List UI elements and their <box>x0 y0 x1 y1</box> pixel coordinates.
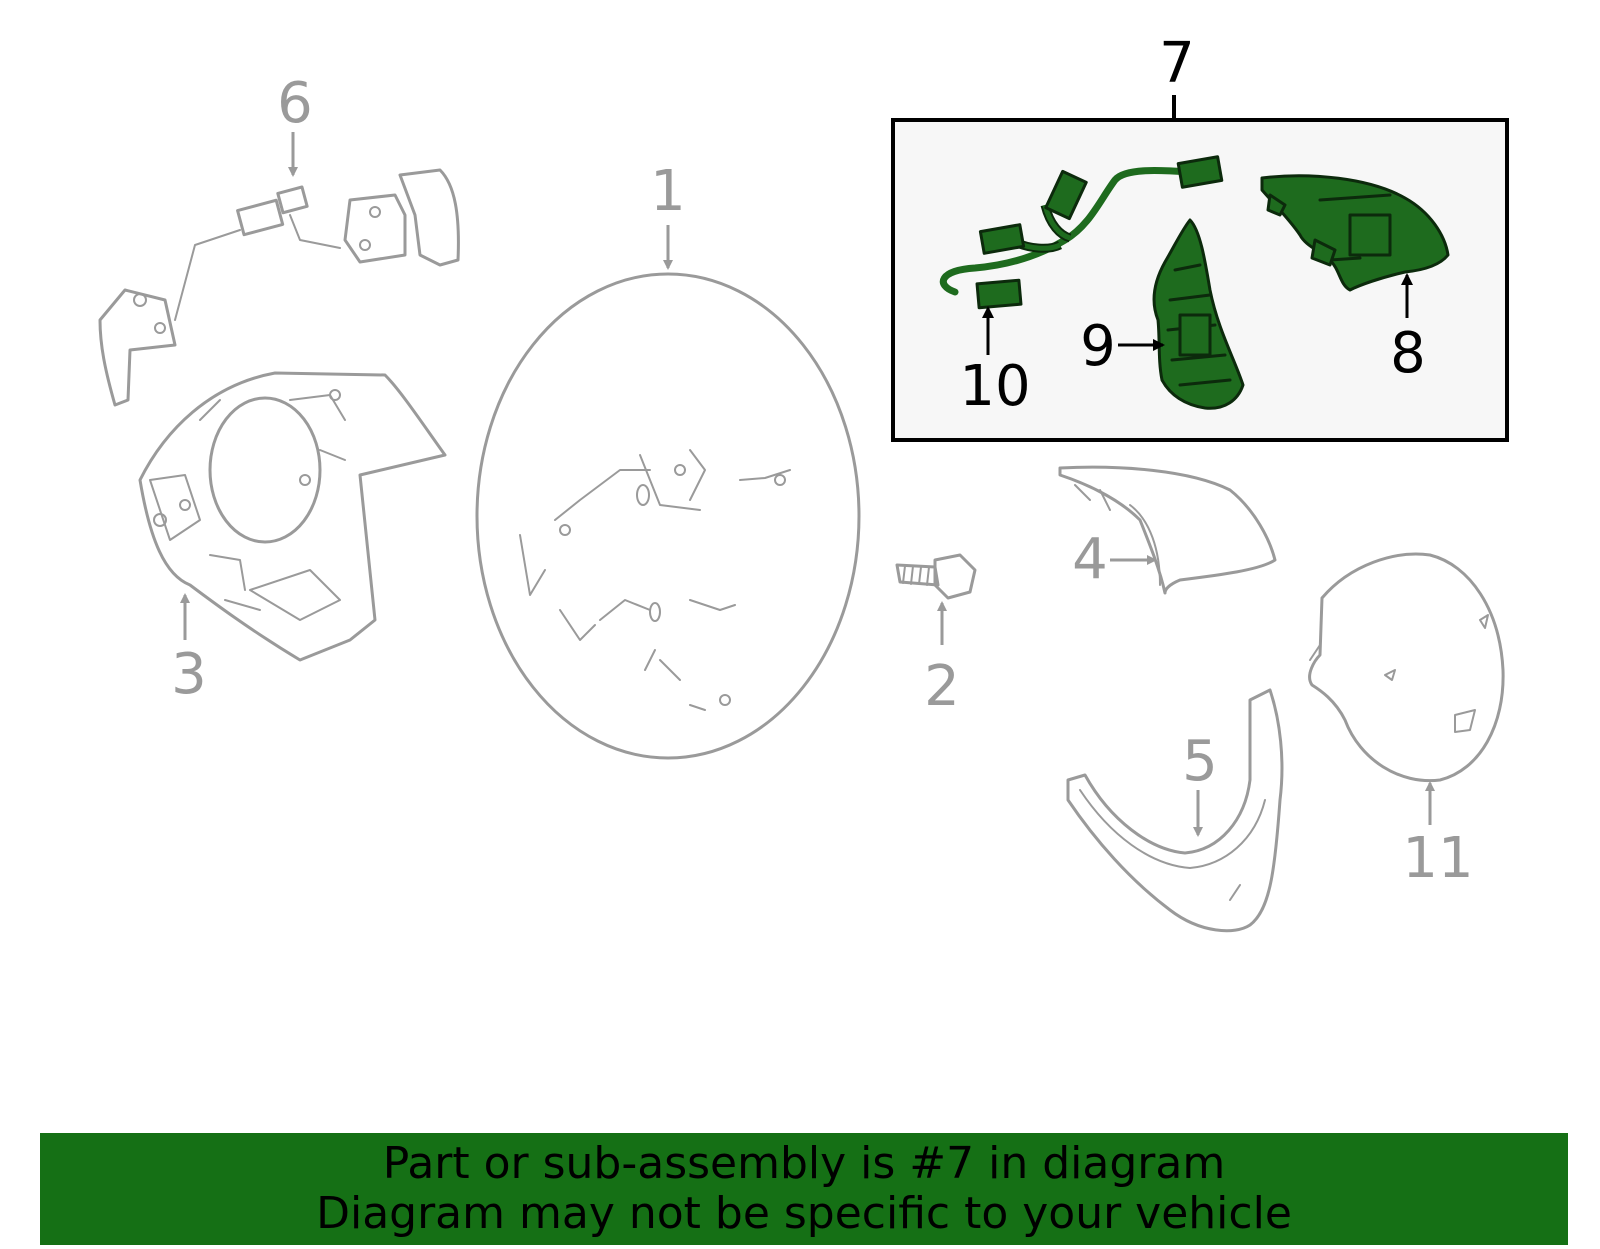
callout-2: 2 <box>924 654 960 719</box>
callout-3: 3 <box>171 642 207 707</box>
part-3-steering-wheel[interactable] <box>138 371 447 662</box>
callout-arrows <box>180 132 1435 837</box>
part-8-right-switch[interactable] <box>1260 174 1450 292</box>
part-4-cover[interactable] <box>1058 465 1277 595</box>
callout-11: 11 <box>1402 826 1473 891</box>
callout-8: 8 <box>1390 321 1426 386</box>
info-banner: Part or sub-assembly is #7 in diagram Di… <box>40 1133 1568 1245</box>
part-6-paddle-shifters[interactable] <box>98 168 460 407</box>
part-1-airbag[interactable] <box>475 272 861 760</box>
part-9-left-switch[interactable] <box>1152 218 1245 410</box>
part-2-bolt[interactable] <box>895 553 977 600</box>
callout-9: 9 <box>1080 314 1116 379</box>
part-5-lower-cover[interactable] <box>1066 688 1284 933</box>
callout-1: 1 <box>650 159 686 224</box>
callout-4: 4 <box>1072 527 1108 592</box>
callout-5: 5 <box>1182 729 1218 794</box>
part-11-rear-cover[interactable] <box>1308 552 1505 783</box>
callout-6: 6 <box>277 71 313 136</box>
banner-line-2: Diagram may not be specific to your vehi… <box>316 1188 1292 1239</box>
banner-line-1: Part or sub-assembly is #7 in diagram <box>382 1138 1226 1189</box>
part-10-wire-harness[interactable] <box>940 155 1224 310</box>
callout-10: 10 <box>959 354 1030 419</box>
callout-7: 7 <box>1159 31 1195 96</box>
